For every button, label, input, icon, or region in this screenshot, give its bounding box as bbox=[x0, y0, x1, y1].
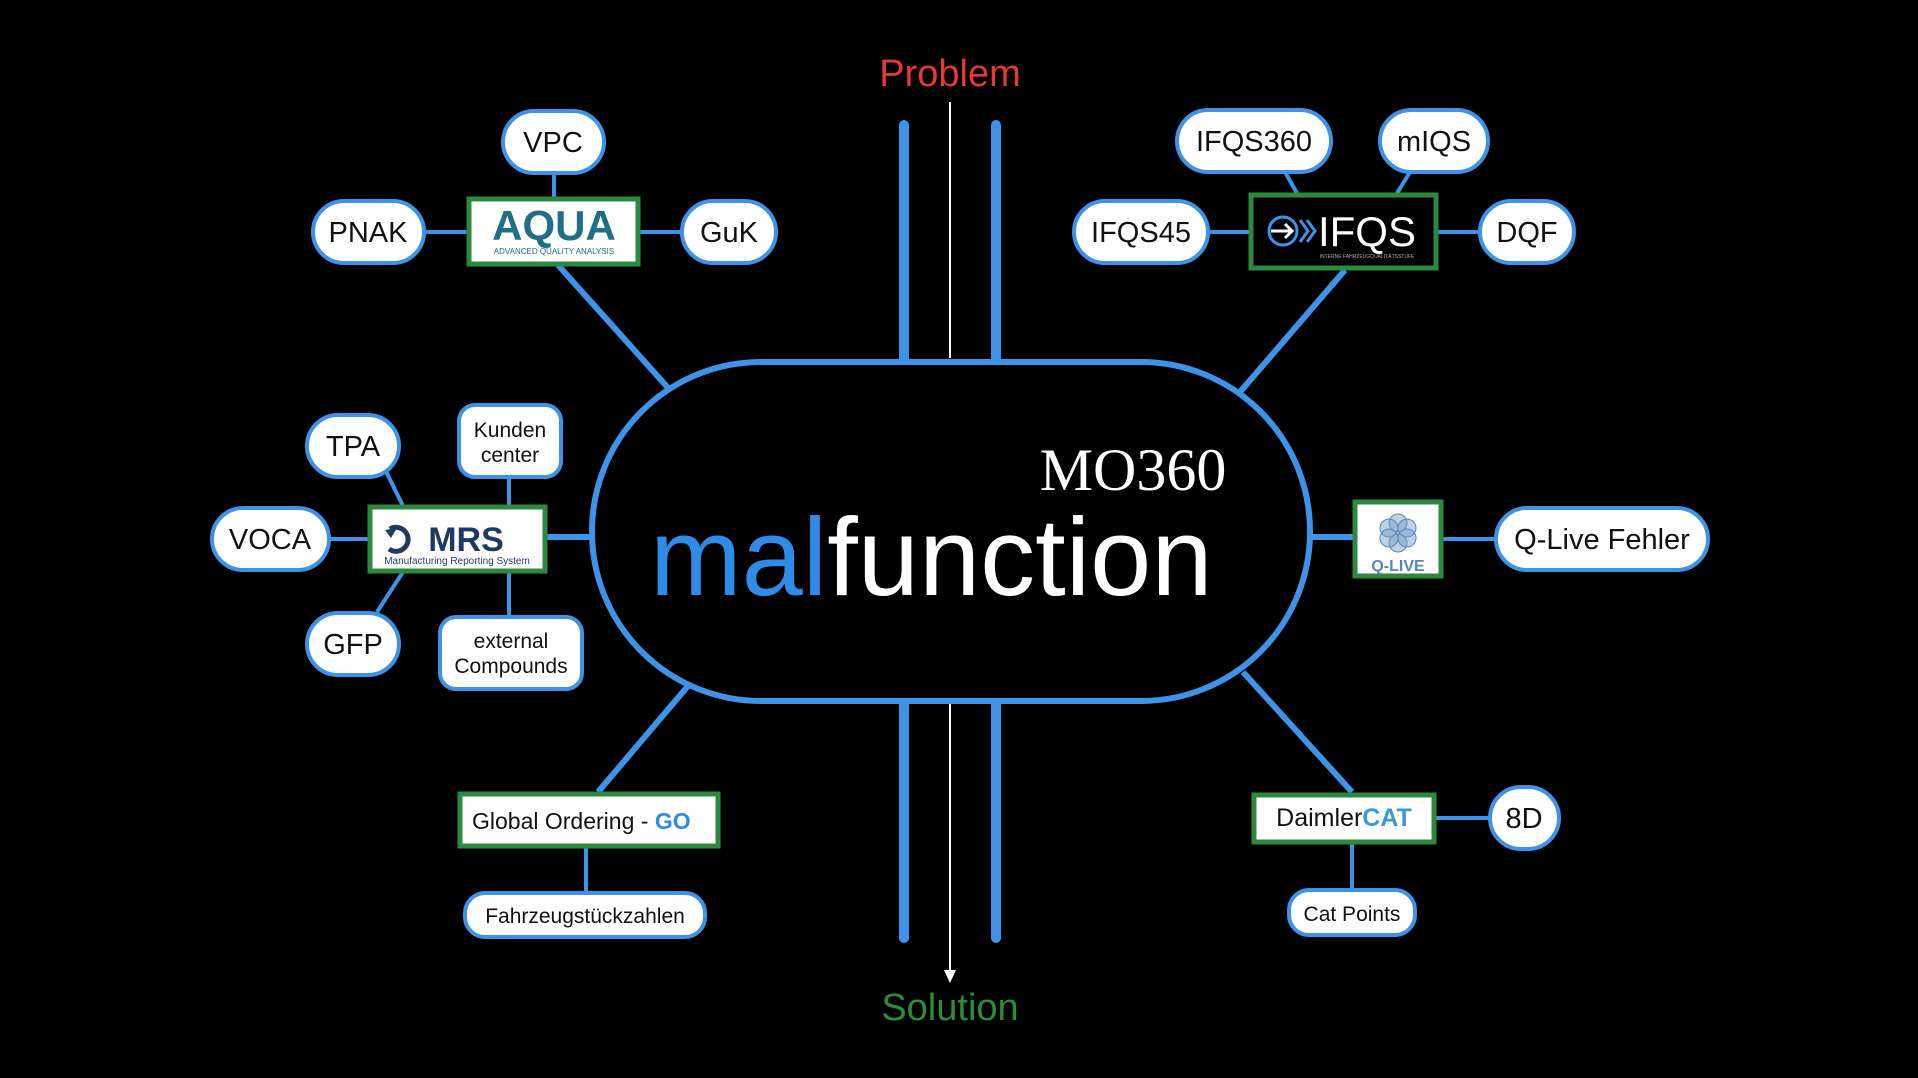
cat-points-label: Cat Points bbox=[1304, 903, 1401, 926]
vpc-node[interactable] bbox=[501, 109, 606, 175]
miqs-label: mIQS bbox=[1397, 126, 1471, 158]
kunden-center-node[interactable] bbox=[457, 403, 563, 479]
ifqs-arrow-icon bbox=[1267, 215, 1317, 247]
qlive-fehler-node[interactable] bbox=[1494, 506, 1710, 572]
solution-label: Solution bbox=[881, 987, 1018, 1029]
cat-cluster: DaimlerCAT 8D Cat Points bbox=[1251, 785, 1561, 937]
cat-points-node[interactable] bbox=[1287, 888, 1417, 937]
problem-label: Problem bbox=[879, 53, 1021, 95]
daimlercat-box[interactable] bbox=[1251, 792, 1437, 845]
omrs-logo-subtitle: Manufacturing Reporting System bbox=[384, 556, 530, 567]
external-label-line1: external bbox=[474, 630, 549, 653]
dqf-label: DQF bbox=[1496, 217, 1557, 249]
kunden-label-line2: center bbox=[481, 444, 539, 467]
ifqs-logo: IFQS bbox=[1318, 208, 1416, 255]
qlive-fehler-label: Q-Live Fehler bbox=[1514, 524, 1690, 556]
vpc-label: VPC bbox=[523, 127, 583, 159]
ifqs-cluster: IFQS360 mIQS IFQS45 DQF IFQS INTERNE FAH… bbox=[1072, 108, 1576, 271]
omrs-cluster: TPA Kunden center VOCA GFP external Comp… bbox=[210, 403, 584, 691]
ifqs45-node[interactable] bbox=[1072, 199, 1210, 265]
external-compounds-node[interactable] bbox=[438, 615, 584, 691]
dqf-node[interactable] bbox=[1478, 199, 1576, 265]
aqua-cluster: VPC PNAK GuK AQUA ADVANCED QUALITY ANALY… bbox=[311, 109, 778, 267]
aqua-logo: AQUA bbox=[492, 202, 616, 249]
gfp-label: GFP bbox=[323, 629, 383, 661]
voca-node[interactable] bbox=[210, 506, 331, 572]
tpa-node[interactable] bbox=[305, 413, 401, 479]
fahrzeugstueckzahlen-label: Fahrzeugstückzahlen bbox=[485, 905, 685, 928]
omrs-logo: MRS bbox=[428, 521, 504, 559]
connector-cat bbox=[1240, 669, 1355, 795]
8d-node[interactable] bbox=[1488, 785, 1561, 851]
pnak-label: PNAK bbox=[329, 217, 409, 249]
pnak-node[interactable] bbox=[311, 199, 426, 265]
center-capsule bbox=[589, 359, 1313, 704]
ifqs-logo-subtitle: INTERNE FAHRZEUGQUALITÄTSSTUFE bbox=[1320, 253, 1415, 260]
omrs-swirl-icon bbox=[385, 524, 411, 554]
gfp-node[interactable] bbox=[305, 611, 401, 677]
kunden-label-line1: Kunden bbox=[474, 419, 546, 442]
guk-node[interactable] bbox=[680, 199, 778, 265]
malfunction-title: malfunction bbox=[650, 496, 1213, 619]
connector-go bbox=[595, 684, 691, 794]
flow-arrow-head-icon bbox=[944, 970, 956, 983]
connector-ifqs bbox=[1237, 268, 1348, 394]
connector-aqua bbox=[555, 262, 673, 393]
daimlercat-label: DaimlerCAT bbox=[1276, 804, 1412, 832]
aqua-logo-box[interactable] bbox=[466, 196, 641, 267]
aqua-logo-subtitle: ADVANCED QUALITY ANALYSIS bbox=[494, 247, 614, 256]
qlive-cluster: Q-LIVE Q-Live Fehler bbox=[1352, 499, 1710, 579]
tpa-label: TPA bbox=[326, 431, 381, 463]
ifqs360-node[interactable] bbox=[1175, 108, 1333, 174]
qlive-logo: Q-LIVE bbox=[1371, 558, 1425, 575]
go-cluster: Global Ordering - GO Fahrzeugstückzahlen bbox=[457, 791, 721, 939]
mo360-subtitle: MO360 bbox=[1040, 437, 1227, 503]
go-box[interactable] bbox=[457, 791, 721, 849]
8d-label: 8D bbox=[1505, 803, 1542, 835]
go-label: Global Ordering - GO bbox=[472, 808, 691, 834]
ifqs45-label: IFQS45 bbox=[1091, 217, 1191, 249]
omrs-logo-box[interactable] bbox=[367, 504, 548, 574]
external-label-line2: Compounds bbox=[454, 655, 567, 678]
miqs-node[interactable] bbox=[1378, 108, 1490, 174]
voca-label: VOCA bbox=[229, 524, 312, 556]
guk-label: GuK bbox=[700, 217, 759, 249]
qlive-flower-icon bbox=[1379, 513, 1417, 553]
ifqs360-label: IFQS360 bbox=[1196, 126, 1312, 158]
fahrzeugstueckzahlen-node[interactable] bbox=[463, 891, 707, 939]
